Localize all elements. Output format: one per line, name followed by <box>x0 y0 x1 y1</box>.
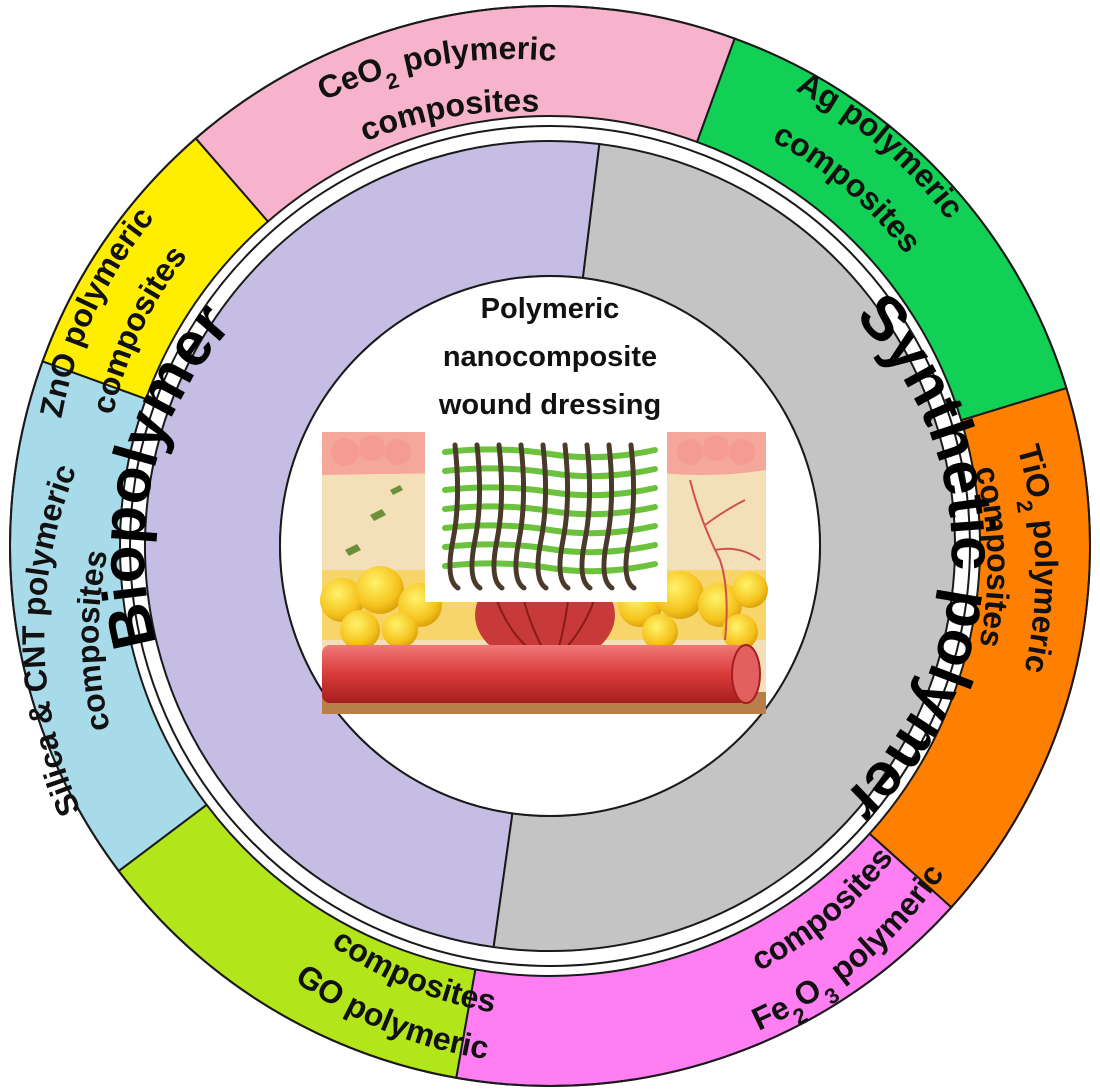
center-title-line-1: Polymeric <box>481 293 620 325</box>
nanofiber-mesh <box>442 442 658 591</box>
center-title-line-3: wound dressing <box>438 389 661 421</box>
outer-rim <box>9 5 1091 1087</box>
center-title-line-2: nanocomposite <box>443 341 657 373</box>
